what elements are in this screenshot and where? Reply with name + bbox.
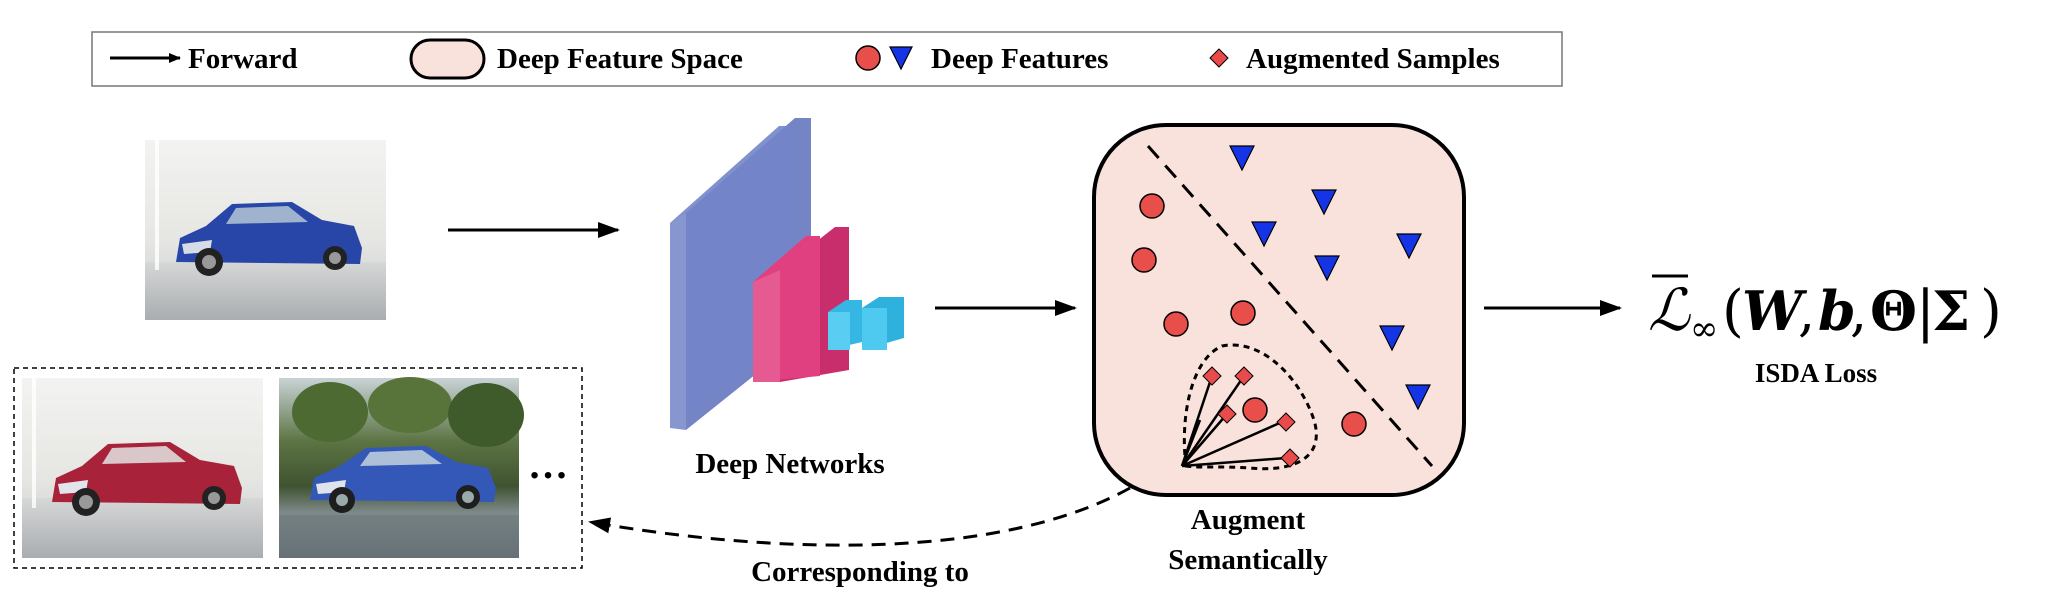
red-diamond-icon xyxy=(1209,48,1229,68)
loss-open-paren: ( xyxy=(1722,279,1744,344)
legend: Forward Deep Feature Space Deep Features… xyxy=(91,31,1563,87)
red-circle-icon xyxy=(855,45,881,71)
augmented-image-outdoor-car xyxy=(279,377,524,558)
deep-networks-label: Deep Networks xyxy=(695,448,884,480)
feature-triangle xyxy=(1396,233,1422,260)
augmentation-rays xyxy=(1180,375,1287,468)
augment-label-line2: Semantically xyxy=(1168,544,1328,576)
red-car-icon xyxy=(52,442,242,516)
feature-circle xyxy=(1131,247,1157,273)
loss-comma1: , xyxy=(1798,280,1815,343)
feature-circle xyxy=(1139,193,1165,219)
deep-networks-icon xyxy=(670,118,904,430)
feature-circle xyxy=(1341,411,1367,437)
legend-frame xyxy=(91,31,1563,87)
feature-space-swatch-icon xyxy=(409,38,486,80)
feature-triangle xyxy=(1229,145,1255,172)
legend-deep-feature-space-label: Deep Feature Space xyxy=(497,43,743,75)
augmented-sample-diamond xyxy=(1280,448,1300,468)
loss-bar: | xyxy=(1916,279,1935,344)
loss-b: b xyxy=(1818,279,1856,343)
loss-W: W xyxy=(1742,279,1808,343)
loss-sigma: Σ xyxy=(1932,279,1970,343)
decision-boundary xyxy=(1146,145,1434,467)
feature-triangle xyxy=(1314,255,1340,282)
augmented-image-red-car xyxy=(22,378,263,558)
augmented-sample-diamond xyxy=(1234,366,1254,386)
deep-features-circles xyxy=(1131,193,1367,437)
blue-car-icon xyxy=(176,202,362,276)
feature-circle xyxy=(1230,300,1256,326)
input-car-image xyxy=(145,140,386,320)
deep-feature-space xyxy=(1092,123,1466,497)
isda-loss-label: ISDA Loss xyxy=(1755,358,1877,388)
loss-comma2: , xyxy=(1850,280,1867,343)
feature-triangle xyxy=(1311,189,1337,216)
loss-symbol: ℒ xyxy=(1648,276,1691,344)
loss-theta: Θ xyxy=(1870,279,1917,343)
augment-label-line1: Augment xyxy=(1191,504,1306,536)
isda-loss-formula: ℒ ∞ ( W , b , Θ | Σ ) xyxy=(1648,274,2002,349)
corresponding-arrow xyxy=(588,486,1131,547)
ellipsis: … xyxy=(528,442,568,487)
feature-triangle xyxy=(1379,325,1405,352)
augmented-panel-frame xyxy=(13,367,583,569)
feature-circle xyxy=(1242,397,1268,423)
feature-triangle xyxy=(1251,221,1277,248)
feature-triangle xyxy=(1405,384,1431,411)
legend-forward-label: Forward xyxy=(188,43,298,75)
feature-space-box xyxy=(1092,123,1466,497)
augmented-images-panel: … xyxy=(13,367,583,569)
augmented-sample-diamond xyxy=(1276,412,1296,432)
blue-triangle-icon xyxy=(889,46,913,71)
loss-close-paren: ) xyxy=(1980,279,2002,344)
corresponding-label: Corresponding to xyxy=(751,556,969,588)
augmentation-region xyxy=(1182,343,1318,471)
augmented-samples xyxy=(1202,366,1300,468)
augmented-sample-diamond xyxy=(1217,404,1237,424)
blue-car-outdoor-icon xyxy=(310,446,496,513)
feature-circle xyxy=(1163,311,1189,337)
deep-features-triangles xyxy=(1229,145,1431,411)
legend-augmented-samples-label: Augmented Samples xyxy=(1246,43,1500,75)
loss-subscript: ∞ xyxy=(1690,309,1718,349)
augmented-sample-diamond xyxy=(1202,366,1222,386)
legend-deep-features-label: Deep Features xyxy=(931,43,1108,75)
